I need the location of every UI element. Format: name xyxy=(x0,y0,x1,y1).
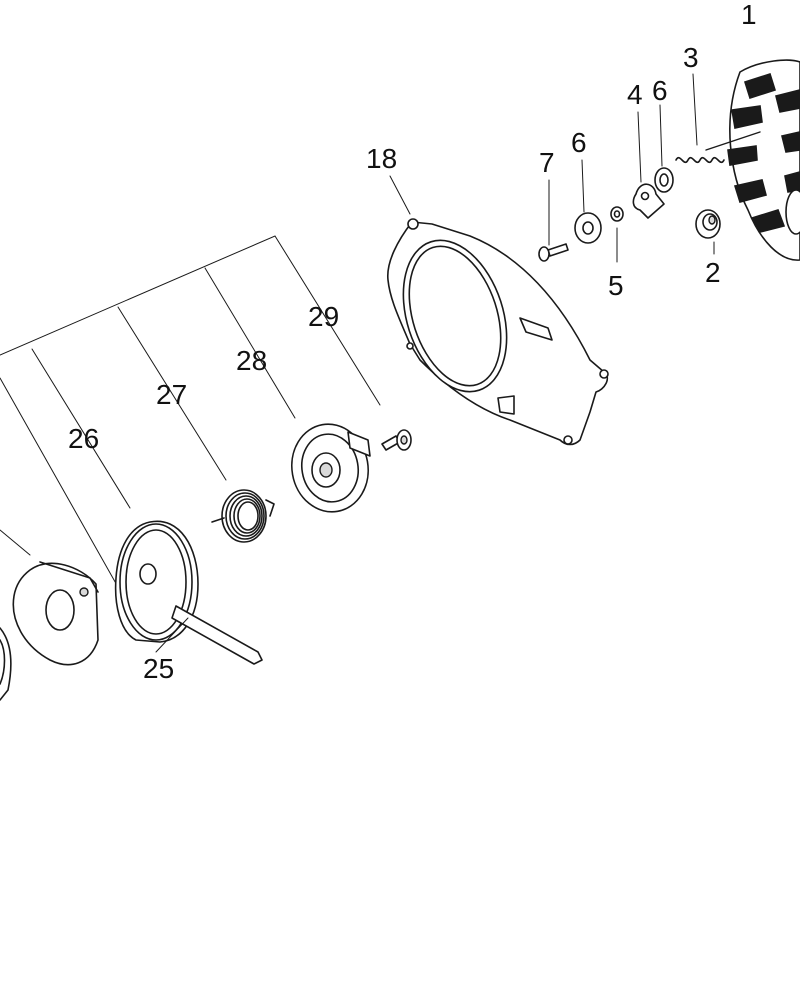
screw-icon xyxy=(538,179,569,262)
callout-29: 29 xyxy=(308,301,339,332)
washer-icon xyxy=(610,206,624,263)
callout-3: 3 xyxy=(683,42,699,73)
pawl-icon xyxy=(632,111,665,219)
washer-icon xyxy=(574,159,602,244)
washer-icon xyxy=(654,104,674,193)
fan-housing-icon xyxy=(387,175,609,446)
callout-28: 28 xyxy=(236,345,267,376)
callout-labels: 1 3 4 6 6 7 18 5 2 29 28 27 26 25 xyxy=(68,0,757,684)
screw-icon xyxy=(381,429,412,451)
rewind-spring-icon xyxy=(211,489,275,543)
callout-2: 2 xyxy=(705,257,721,288)
flange-nut-icon xyxy=(695,209,721,255)
callout-1: 1 xyxy=(741,0,757,30)
callout-5: 5 xyxy=(608,270,624,301)
callout-4: 4 xyxy=(627,79,643,110)
spring-cover-icon xyxy=(291,423,371,513)
spring-icon xyxy=(675,73,725,164)
callout-27: 27 xyxy=(156,379,187,410)
callout-7: 7 xyxy=(539,147,555,178)
starter-rope-icon xyxy=(155,605,263,665)
callout-25: 25 xyxy=(143,653,174,684)
group-bracket-lines xyxy=(0,235,381,627)
callout-6-lower: 6 xyxy=(571,127,587,158)
callout-6-upper: 6 xyxy=(652,75,668,106)
flywheel-icon xyxy=(705,59,800,261)
callout-18: 18 xyxy=(366,143,397,174)
callout-26: 26 xyxy=(68,423,99,454)
starter-housing-icon xyxy=(0,561,99,701)
